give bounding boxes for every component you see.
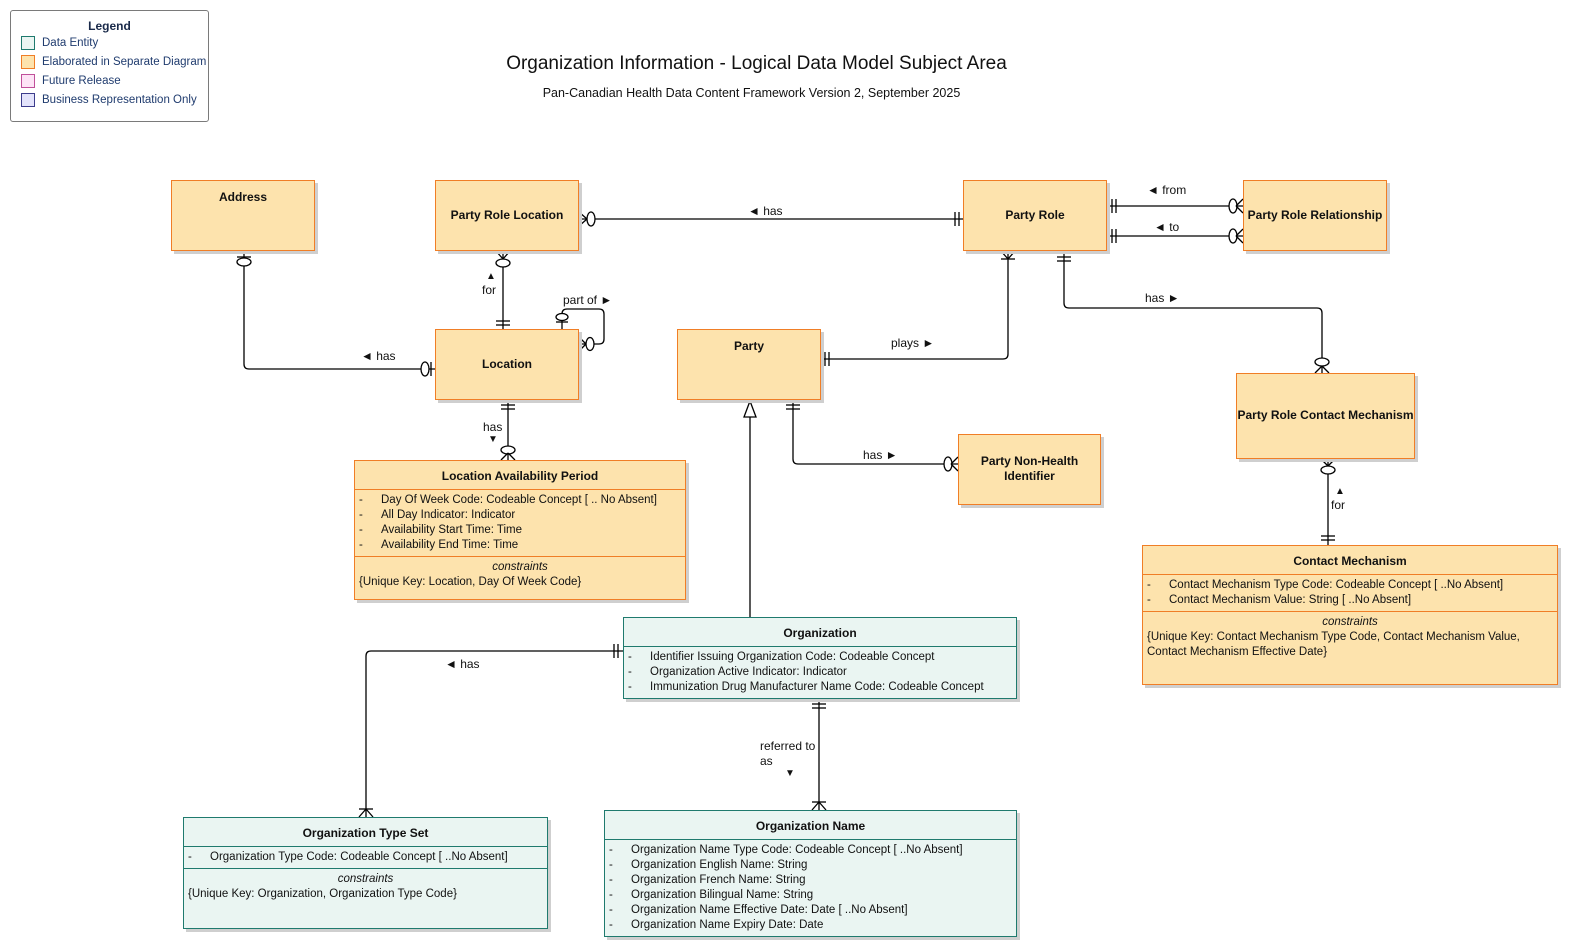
connector-generalization xyxy=(743,399,757,617)
entity-organization-name[interactable]: Organization Name -Organization Name Typ… xyxy=(604,810,1017,937)
entity-party-role[interactable]: Party Role xyxy=(963,180,1107,251)
connector-prr-from xyxy=(1107,198,1244,214)
entity-location-availability-period[interactable]: Location Availability Period -Day Of Wee… xyxy=(354,460,686,600)
attribute-list: -Organization Type Code: Codeable Concep… xyxy=(184,847,547,869)
entity-name: Organization Type Set xyxy=(184,818,547,847)
entity-name: Party Role xyxy=(1005,208,1065,222)
entity-contact-mechanism[interactable]: Contact Mechanism -Contact Mechanism Typ… xyxy=(1142,545,1558,685)
attribute-list: -Organization Name Type Code: Codeable C… xyxy=(605,840,1016,936)
relationship-label-lap-has: has xyxy=(483,420,503,434)
relationship-label-prr-to: ◄ to xyxy=(1154,220,1180,234)
legend-label: Elaborated in Separate Diagram xyxy=(42,55,207,68)
attribute: -Organization French Name: String xyxy=(609,874,806,886)
attribute: -Organization Name Type Code: Codeable C… xyxy=(609,844,963,856)
relationship-arrow-on-ref: ▼ xyxy=(785,768,795,779)
relationship-label-prr-from: ◄ from xyxy=(1147,183,1187,197)
attribute: -All Day Indicator: Indicator xyxy=(359,509,516,521)
attribute: -Organization Name Effective Date: Date … xyxy=(609,904,908,916)
legend-item-future-release: Future Release xyxy=(21,71,208,90)
legend-swatch-elaborated xyxy=(21,54,35,69)
attribute: -Contact Mechanism Type Code: Codeable C… xyxy=(1147,579,1504,591)
constraints-text: {Unique Key: Location, Day Of Week Code} xyxy=(359,576,582,588)
constraints-text: {Unique Key: Contact Mechanism Type Code… xyxy=(1147,631,1520,658)
relationship-label-plays: plays ► xyxy=(891,336,935,350)
entity-organization-type-set[interactable]: Organization Type Set -Organization Type… xyxy=(183,817,548,929)
attribute: -Availability End Time: Time xyxy=(359,539,519,551)
attribute-list: -Contact Mechanism Type Code: Codeable C… xyxy=(1143,575,1557,612)
entity-party-role-relationship[interactable]: Party Role Relationship xyxy=(1243,180,1387,251)
entity-party-non-health-identifier[interactable]: Party Non-Health Identifier xyxy=(958,434,1101,505)
attribute: -Day Of Week Code: Codeable Concept [ ..… xyxy=(359,494,657,506)
legend-label: Data Entity xyxy=(42,36,99,49)
entity-name: Location Availability Period xyxy=(355,461,685,490)
constraints-label: constraints xyxy=(1322,616,1378,628)
legend-label: Future Release xyxy=(42,74,121,87)
attribute: -Organization Active Indicator: Indicato… xyxy=(628,666,847,678)
legend-swatch-future-release xyxy=(21,73,35,88)
relationship-arrow-lap-has: ▼ xyxy=(488,434,498,445)
legend-label: Business Representation Only xyxy=(42,93,197,106)
connector-lap-has xyxy=(500,400,516,461)
attribute: -Organization English Name: String xyxy=(609,859,808,871)
entity-name: Location xyxy=(482,357,532,371)
entity-name: Address xyxy=(218,190,268,204)
connector-address-has xyxy=(236,251,435,377)
relationship-label-prl-for: for xyxy=(482,283,497,297)
relationship-label-on-ref: referred to as xyxy=(760,739,816,768)
relationship-label-prl-has: ◄ has xyxy=(748,204,783,218)
constraints-text: {Unique Key: Organization, Organization … xyxy=(188,888,457,900)
attribute: -Immunization Drug Manufacturer Name Cod… xyxy=(628,681,984,693)
attribute: -Organization Bilingual Name: String xyxy=(609,889,814,901)
relationship-label-part-of: part of ► xyxy=(563,293,613,307)
entity-name: Party Non-Health Identifier xyxy=(980,454,1079,483)
entity-name: Party Role Location xyxy=(450,208,564,222)
entity-name: Party Role Contact Mechanism xyxy=(1237,408,1414,422)
legend-item-business-only: Business Representation Only xyxy=(21,90,208,109)
legend: Legend Data Entity Elaborated in Separat… xyxy=(10,10,209,122)
diagram-subtitle: Pan-Canadian Health Data Content Framewo… xyxy=(542,86,961,100)
diagram-title: Organization Information - Logical Data … xyxy=(506,53,1007,74)
entity-name: Party Role Relationship xyxy=(1247,208,1383,222)
connector-prcm-has xyxy=(1057,251,1330,374)
entity-party[interactable]: Party xyxy=(677,329,821,400)
legend-title: Legend xyxy=(88,19,131,33)
legend-swatch-business-only xyxy=(21,92,35,107)
entity-organization[interactable]: Organization -Identifier Issuing Organiz… xyxy=(623,617,1017,699)
attribute-list: -Day Of Week Code: Codeable Concept [ ..… xyxy=(355,490,685,557)
entity-name: Organization xyxy=(624,618,1016,647)
constraints-label: constraints xyxy=(337,873,394,885)
legend-swatch-data-entity xyxy=(21,35,35,50)
relationship-arrow-cm-for: ▲ xyxy=(1335,486,1345,497)
entity-name: Contact Mechanism xyxy=(1143,546,1557,575)
constraints-label: constraints xyxy=(492,561,548,573)
relationship-label-ots-has: ◄ has xyxy=(445,657,480,671)
entity-location[interactable]: Location xyxy=(435,329,579,400)
entity-party-role-contact-mechanism[interactable]: Party Role Contact Mechanism xyxy=(1236,373,1415,459)
attribute: -Identifier Issuing Organization Code: C… xyxy=(628,651,935,663)
legend-item-elaborated: Elaborated in Separate Diagram xyxy=(21,52,208,71)
relationship-label-cm-for: for xyxy=(1331,498,1346,512)
relationship-label-address-has: ◄ has xyxy=(361,349,396,363)
attribute: -Organization Type Code: Codeable Concep… xyxy=(188,851,508,863)
entity-name: Organization Name xyxy=(605,811,1016,840)
attribute-list: -Identifier Issuing Organization Code: C… xyxy=(624,647,1016,698)
entity-address[interactable]: Address xyxy=(171,180,315,251)
connector-prl-for xyxy=(495,250,511,329)
legend-item-data-entity: Data Entity xyxy=(21,33,208,52)
attribute: -Availability Start Time: Time xyxy=(359,524,523,536)
relationship-label-pnhi-has: has ► xyxy=(863,448,898,462)
entity-party-role-location[interactable]: Party Role Location xyxy=(435,180,579,251)
attribute: -Contact Mechanism Value: String [ ..No … xyxy=(1147,594,1412,606)
entity-name: Party xyxy=(733,339,765,353)
attribute: -Organization Name Expiry Date: Date xyxy=(609,919,824,931)
relationship-arrow-prl-for: ▲ xyxy=(486,271,496,282)
connector-ots-has xyxy=(358,644,623,818)
relationship-label-prcm-has: has ► xyxy=(1145,291,1180,305)
